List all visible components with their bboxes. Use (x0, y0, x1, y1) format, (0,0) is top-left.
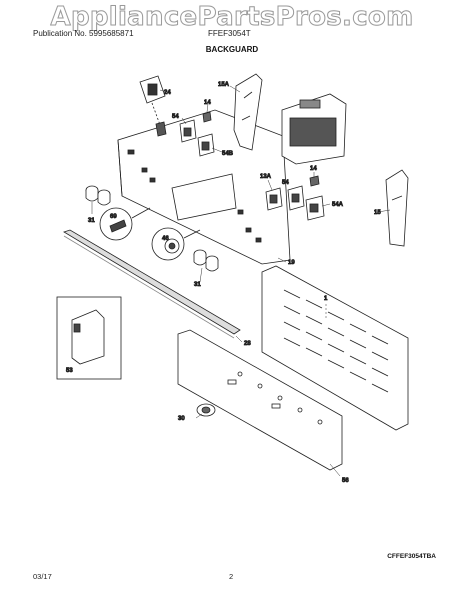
callout-31-lower: 31 (194, 282, 201, 288)
callout-15: 15 (374, 210, 381, 216)
side-bracket-15[interactable] (385, 169, 409, 247)
leader-lines (91, 85, 391, 477)
callout-28: 28 (244, 341, 251, 347)
callout-1: 1 (324, 296, 328, 302)
electronic-control-board[interactable] (281, 93, 347, 165)
knob-31-upper[interactable] (85, 185, 111, 206)
footer-date: 03/17 (33, 572, 52, 581)
model-number: FFEF3054T (208, 29, 251, 38)
knob-shaft-69[interactable] (99, 207, 151, 241)
callout-54B: 54B (222, 151, 234, 157)
callout-54-left: 54 (172, 114, 179, 120)
diagram-code: CFFEF3054TBA (387, 553, 436, 560)
callout-54-right: 54 (282, 180, 289, 186)
callout-30: 30 (178, 416, 185, 422)
section-title: BACKGUARD (205, 45, 259, 54)
lower-panel-56[interactable] (177, 329, 343, 471)
inset-box-53[interactable] (56, 296, 122, 380)
callout-13A: 13A (260, 174, 272, 180)
infinite-switch-54-right[interactable] (265, 175, 325, 221)
publication-number: Publication No. 5995685871 (33, 29, 134, 38)
callout-69: 69 (110, 214, 117, 220)
page-number: 2 (229, 572, 234, 581)
knob-31-lower[interactable] (193, 249, 219, 272)
side-bracket-15A[interactable] (233, 73, 263, 151)
control-panel-19[interactable] (117, 109, 291, 265)
watermark-logo: AppliancePartsPros.com (50, 2, 414, 33)
callout-56: 56 (342, 478, 349, 484)
rear-panel-1[interactable] (261, 265, 409, 431)
plug-30[interactable] (196, 403, 216, 417)
callout-54A: 54A (332, 202, 344, 208)
knob-insert-46[interactable] (151, 227, 201, 261)
infinite-switch-54-left[interactable] (179, 111, 215, 157)
callout-15A: 15A (218, 82, 230, 88)
callout-19: 19 (288, 260, 295, 266)
rocker-switch-24[interactable] (139, 75, 167, 137)
callout-31-upper: 31 (88, 218, 95, 224)
callout-24: 24 (164, 90, 171, 96)
callout-46: 46 (162, 236, 169, 242)
callout-14-top: 14 (204, 100, 211, 106)
callout-14-right: 14 (310, 166, 317, 172)
callout-53: 53 (66, 368, 73, 374)
trim-strip-28[interactable] (63, 229, 241, 339)
